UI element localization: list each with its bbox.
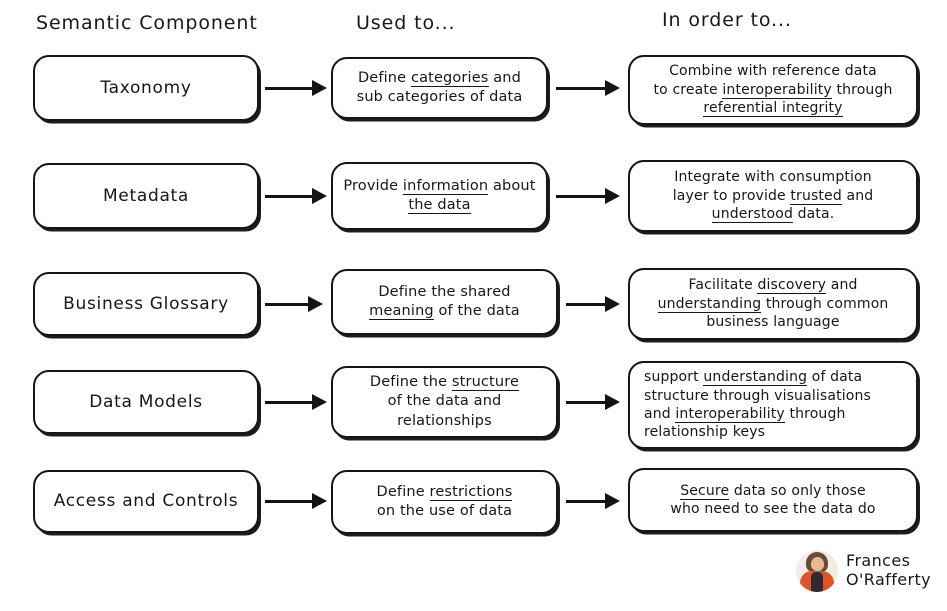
arrow-row4-col1-col2 — [265, 393, 327, 411]
arrow-row5-col1-col2 — [265, 492, 327, 510]
component-box-access-and-controls[interactable]: Access and Controls — [33, 470, 259, 533]
arrow-row1-col1-col2 — [265, 79, 327, 97]
author-name: Frances O'Rafferty — [846, 551, 931, 590]
component-box-data-models[interactable]: Data Models — [33, 370, 259, 434]
column-header-in-order-to: In order to... — [662, 9, 792, 31]
component-label: Access and Controls — [53, 491, 239, 512]
author-signature: Frances O'Rafferty — [796, 550, 931, 592]
component-box-metadata[interactable]: Metadata — [33, 163, 259, 229]
component-label: Business Glossary — [63, 293, 229, 314]
component-box-business-glossary[interactable]: Business Glossary — [33, 272, 259, 336]
arrow-row2-col1-col2 — [265, 187, 327, 205]
component-label: Metadata — [102, 185, 190, 206]
column-header-used-to: Used to... — [356, 12, 456, 34]
component-label: Data Models — [89, 391, 203, 412]
avatar-top-icon — [811, 572, 823, 592]
arrow-row4-col2-col3 — [566, 393, 620, 411]
arrow-row1-col2-col3 — [556, 79, 620, 97]
column-header-semantic-component: Semantic Component — [36, 12, 258, 34]
avatar — [796, 550, 838, 592]
author-last-name: O'Rafferty — [846, 570, 931, 589]
arrow-row3-col2-col3 — [566, 295, 620, 313]
component-box-taxonomy[interactable]: Taxonomy — [33, 55, 259, 121]
author-first-name: Frances — [846, 551, 911, 571]
avatar-face-icon — [811, 557, 824, 571]
arrow-row5-col2-col3 — [566, 492, 620, 510]
component-label: Taxonomy — [100, 77, 192, 98]
arrow-row2-col2-col3 — [556, 187, 620, 205]
arrow-row3-col1-col2 — [265, 295, 323, 313]
